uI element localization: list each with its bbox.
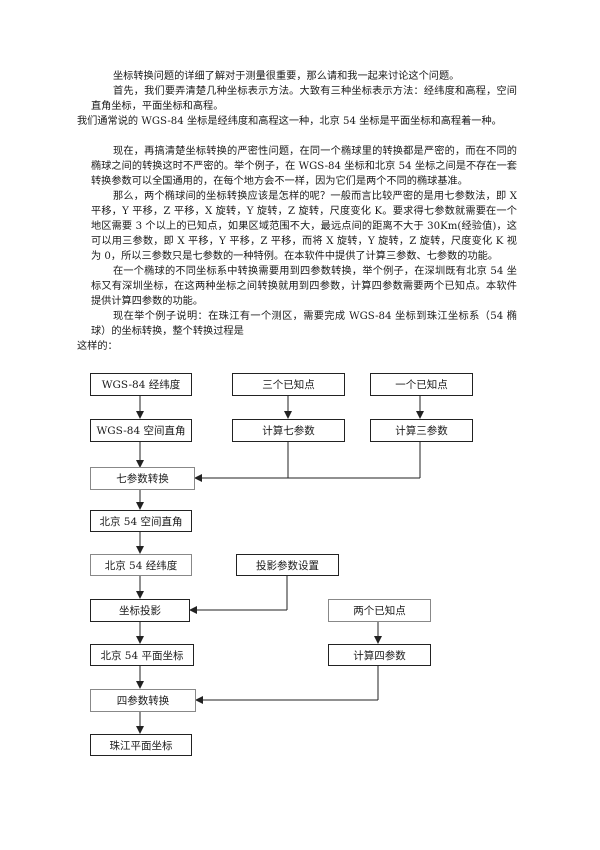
node-wgs84-latlon: WGS-84 经纬度	[90, 373, 192, 396]
paragraph-rigor: 现在，再搞清楚坐标转换的严密性问题，在同一个椭球里的转换都是严密的，而在不同的椭…	[91, 146, 517, 187]
paragraph-representations: 首先，我们要弄清楚几种坐标表示方法。大致有三种坐标表示方法：经纬度和高程，空间直…	[91, 86, 517, 112]
node-two-known-points: 两个已知点	[328, 599, 431, 622]
node-one-known-point: 一个已知点	[370, 373, 473, 396]
node-seven-param-transform: 七参数转换	[90, 467, 195, 490]
paragraph-example-cont: 这样的：	[77, 341, 118, 352]
node-wgs84-cartesian: WGS-84 空间直角	[90, 419, 192, 442]
node-projection-params: 投影参数设置	[236, 554, 339, 576]
paragraph-example: 现在举个例子说明：在珠江有一个测区，需要完成 WGS-84 坐标到珠江坐标系（5…	[91, 311, 517, 337]
node-beijing54-plane: 北京 54 平面坐标	[90, 644, 194, 666]
node-calc-seven-params: 计算七参数	[232, 419, 345, 442]
node-beijing54-cartesian: 北京 54 空间直角	[90, 510, 192, 532]
paragraph-intro: 坐标转换问题的详细了解对于测量很重要，那么请和我一起来讨论这个问题。	[113, 71, 460, 82]
article-body: 坐标转换问题的详细了解对于测量很重要，那么请和我一起来讨论这个问题。 首先，我们…	[77, 69, 517, 354]
node-coordinate-projection: 坐标投影	[90, 599, 190, 622]
node-calc-four-params: 计算四参数	[328, 644, 431, 666]
paragraph-wgs84-beijing54: 我们通常说的 WGS-84 坐标是经纬度和高程这一种，北京 54 坐标是平面坐标…	[77, 116, 502, 127]
paragraph-four-params: 在一个椭球的不同坐标系中转换需要用到四参数转换，举个例子，在深圳既有北京 54 …	[91, 266, 517, 307]
node-zhujiang-plane: 珠江平面坐标	[90, 734, 192, 756]
paragraph-seven-params: 那么，两个椭球间的坐标转换应该是怎样的呢？一般而言比较严密的是用七参数法，即 X…	[91, 191, 517, 262]
node-four-param-transform: 四参数转换	[90, 689, 196, 712]
node-three-known-points: 三个已知点	[232, 373, 345, 396]
node-beijing54-latlon: 北京 54 经纬度	[90, 554, 192, 576]
node-calc-three-params: 计算三参数	[370, 419, 473, 442]
